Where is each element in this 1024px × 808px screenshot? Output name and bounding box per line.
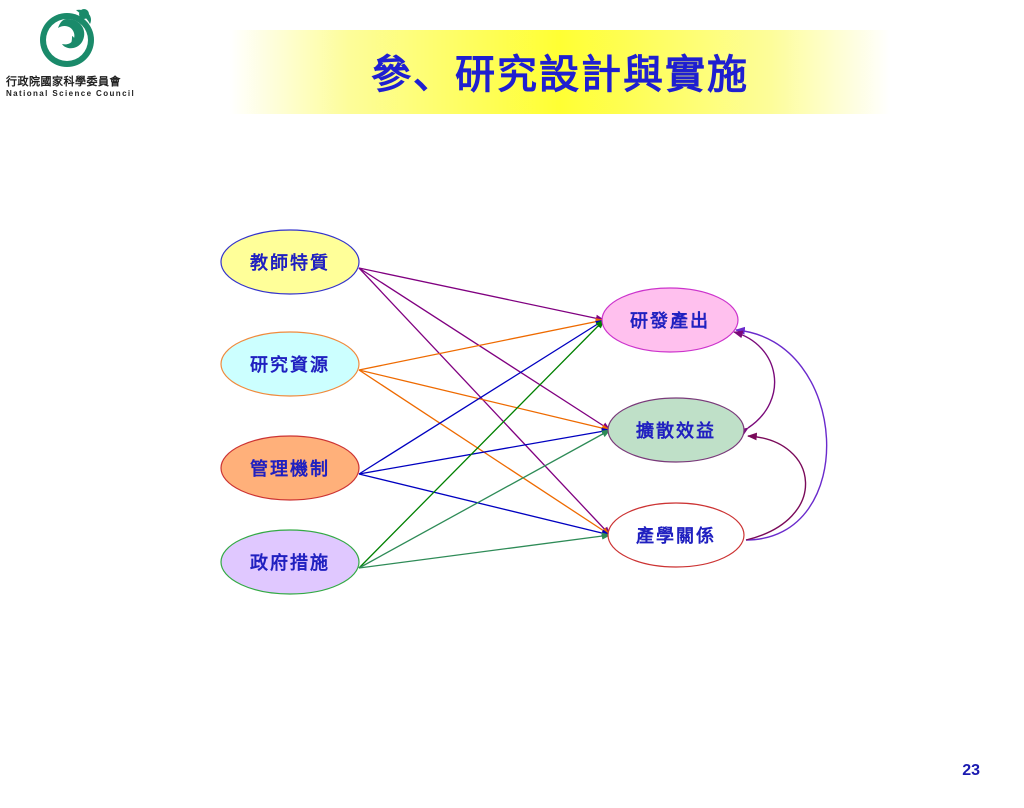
link-policy-to-diffusion	[358, 429, 611, 569]
link-teacher-to-diffusion	[358, 267, 611, 431]
input-label: 管理機制	[250, 458, 330, 480]
feedback-industry-to-diffusion	[745, 432, 807, 541]
input-node-teacher: 教師特質	[220, 229, 360, 295]
input-ellipse	[220, 435, 360, 501]
title-band	[230, 30, 890, 114]
output-node-industry: 產學關係	[607, 502, 745, 568]
output-node-rd: 研發產出	[601, 287, 739, 353]
org-name-cn: 行政院國家科學委員會	[6, 75, 121, 88]
output-ellipse	[601, 287, 739, 353]
link-policy-to-industry	[358, 532, 611, 569]
output-label: 產學關係	[636, 525, 716, 547]
feedback-diffusion-to-rd	[733, 330, 776, 437]
input-label: 教師特質	[250, 252, 330, 274]
feedback-industry-to-rd	[735, 326, 828, 541]
page-number: 23	[962, 762, 980, 779]
link-policy-to-rd	[358, 319, 605, 569]
output-node-diffusion: 擴散效益	[607, 397, 745, 463]
input-label: 政府措施	[250, 552, 330, 574]
output-ellipse	[607, 502, 745, 568]
output-label: 擴散效益	[636, 420, 716, 442]
input-label: 研究資源	[250, 354, 330, 376]
nsc-logo-icon	[40, 9, 94, 67]
output-label: 研發產出	[630, 310, 710, 332]
link-teacher-to-rd	[358, 267, 605, 322]
input-node-management: 管理機制	[220, 435, 360, 501]
input-node-policy: 政府措施	[220, 529, 360, 595]
link-management-to-diffusion	[358, 427, 611, 475]
link-resources-to-rd	[358, 318, 605, 371]
output-ellipse	[607, 397, 745, 463]
org-name-en: National Science Council	[6, 89, 136, 98]
link-management-to-industry	[358, 473, 611, 537]
link-resources-to-diffusion	[358, 369, 611, 432]
input-node-resources: 研究資源	[220, 331, 360, 397]
nsc-logo: 行政院國家科學委員會 National Science Council	[0, 0, 140, 110]
links-layer	[358, 267, 611, 569]
input-ellipse	[220, 529, 360, 595]
input-ellipse	[220, 229, 360, 295]
slide-title: 參、研究設計與實施	[371, 51, 749, 98]
link-teacher-to-industry	[358, 267, 611, 536]
link-management-to-rd	[358, 319, 605, 475]
input-ellipse	[220, 331, 360, 397]
feedback-layer	[733, 326, 828, 541]
